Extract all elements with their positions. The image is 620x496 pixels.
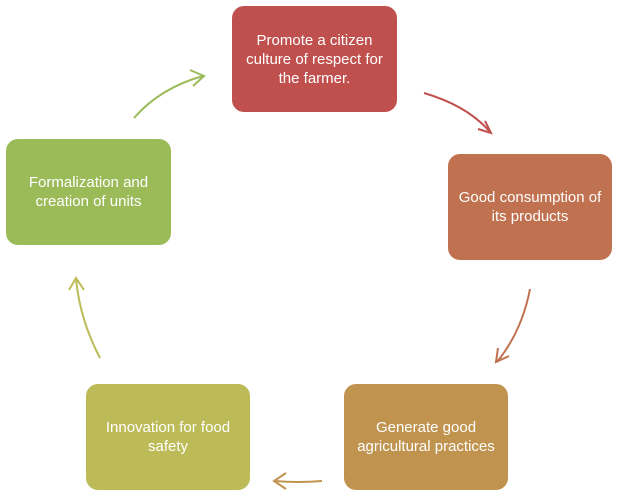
edge-n5-n1 xyxy=(133,69,206,119)
node-formalization-label: Formalization and creation of units xyxy=(28,174,149,210)
node-good-consumption-label: Good consumption of its products xyxy=(458,189,602,225)
node-promote-culture-label: Promote a citizen culture of respect for… xyxy=(246,31,383,87)
edge-n4-n5-arrowhead xyxy=(68,276,85,291)
edge-n5-n1-curve xyxy=(133,75,204,119)
node-food-safety-label: Innovation for food safety xyxy=(105,419,231,455)
edge-n3-n4-curve xyxy=(274,480,323,483)
node-agricultural-practices: Generate good agricultural practices xyxy=(344,384,508,490)
edge-n4-n5 xyxy=(68,276,101,359)
edge-n3-n4 xyxy=(272,472,323,490)
node-promote-culture: Promote a citizen culture of respect for… xyxy=(232,6,397,112)
edge-n2-n3-curve xyxy=(496,288,531,363)
node-agricultural-practices-label: Generate good agricultural practices xyxy=(357,419,495,455)
edge-n1-n2 xyxy=(423,92,493,135)
edge-n5-n1-arrowhead xyxy=(189,69,206,87)
node-food-safety: Innovation for food safety xyxy=(86,384,250,490)
edge-n1-n2-curve xyxy=(423,92,491,133)
edge-n2-n3-arrowhead xyxy=(494,347,510,364)
edge-n3-n4-arrowhead xyxy=(272,472,287,490)
edge-n2-n3 xyxy=(494,288,531,364)
node-good-consumption: Good consumption of its products xyxy=(448,154,612,260)
node-formalization: Formalization and creation of units xyxy=(6,139,171,245)
edge-n4-n5-curve xyxy=(75,278,101,359)
edge-n1-n2-arrowhead xyxy=(477,120,493,135)
